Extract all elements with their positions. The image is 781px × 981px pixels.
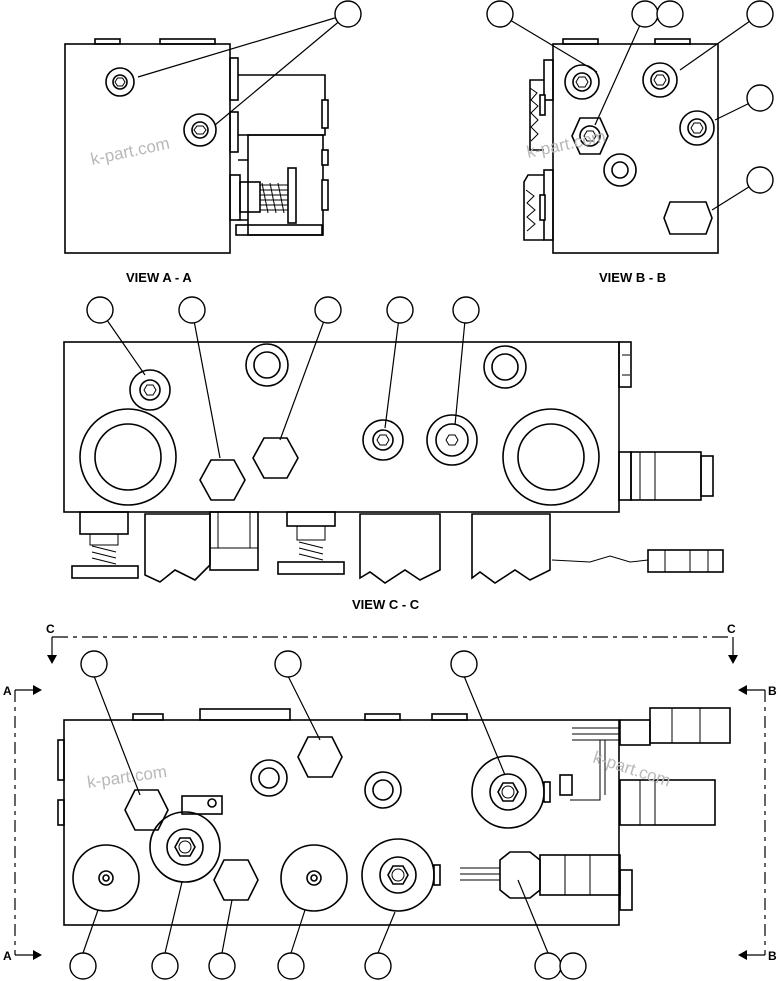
view-c-caption: VIEW C - C xyxy=(352,597,420,612)
section-b-bottom-label: B xyxy=(768,949,777,963)
callout-bubbles xyxy=(69,0,774,980)
callout-bubble xyxy=(486,0,514,28)
watermark: k-part.com xyxy=(525,127,607,162)
callout-bubble xyxy=(746,0,774,28)
callout-bubble xyxy=(631,0,659,28)
callout-bubble xyxy=(364,952,392,980)
callout-bubble xyxy=(151,952,179,980)
callout-bubble xyxy=(277,952,305,980)
callout-bubble xyxy=(450,650,478,678)
watermark: k-part.com xyxy=(591,748,673,791)
callout-bubble xyxy=(86,296,114,324)
view-b-caption: VIEW B - B xyxy=(599,270,666,285)
callout-bubble xyxy=(334,0,362,28)
callout-bubble xyxy=(656,0,684,28)
callout-bubble xyxy=(386,296,414,324)
section-c-left-label: C xyxy=(46,622,55,636)
callout-bubble xyxy=(69,952,97,980)
callout-bubble xyxy=(746,166,774,194)
callout-bubble xyxy=(746,84,774,112)
callout-bubble xyxy=(314,296,342,324)
section-c-right-label: C xyxy=(727,622,736,636)
view-c-drawing xyxy=(63,341,724,584)
callout-bubble xyxy=(274,650,302,678)
callout-bubble xyxy=(80,650,108,678)
section-a-top-label: A xyxy=(3,684,12,698)
watermark: k-part.com xyxy=(86,762,168,792)
section-a-bottom-label: A xyxy=(3,949,12,963)
callout-bubble xyxy=(559,952,587,980)
view-a-caption: VIEW A - A xyxy=(126,270,192,285)
view-a-drawing xyxy=(64,38,329,254)
callout-bubble xyxy=(452,296,480,324)
main-view-drawing xyxy=(14,636,766,960)
callout-bubble xyxy=(208,952,236,980)
callout-bubble xyxy=(534,952,562,980)
section-b-top-label: B xyxy=(768,684,777,698)
callout-bubble xyxy=(178,296,206,324)
view-b-drawing xyxy=(523,38,719,254)
watermark: k-part.com xyxy=(89,134,171,169)
